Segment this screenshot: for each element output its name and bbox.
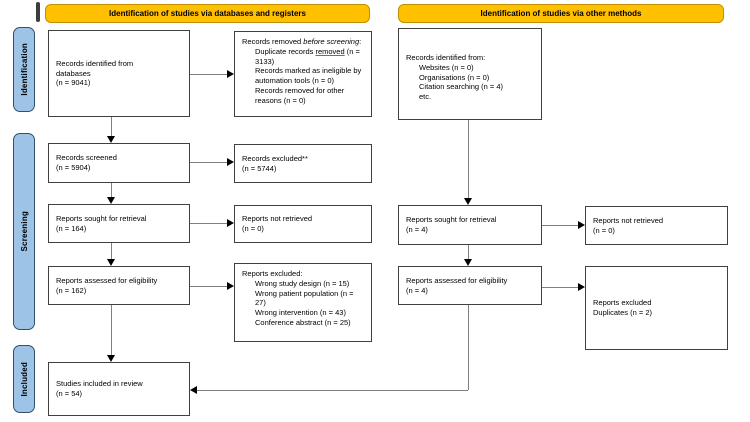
- connector-assessed-other-vertical: [467, 305, 469, 390]
- records-removed-item-duplicates: Duplicate records removed (n = 3133): [255, 46, 360, 66]
- reports-excluded-title: Reports excluded:: [242, 269, 303, 278]
- records-removed-items: Duplicate records removed (n = 3133) Rec…: [242, 47, 364, 106]
- records-removed-item-other: Records removed for other reasons (n = 0…: [255, 85, 345, 105]
- records-removed-intro: Records removed before screening:: [242, 37, 362, 46]
- arrowhead-identified-other-to-sought: [464, 198, 472, 205]
- box-records-excluded-text: Records excluded** (n = 5744): [242, 153, 308, 173]
- box-reports-excluded-databases: Reports excluded: Wrong study design (n …: [234, 263, 372, 342]
- box-studies-included: Studies included in review (n = 54): [48, 362, 190, 416]
- collapsed-shape-artifact: [36, 2, 40, 22]
- arrow-assessed-to-excluded-other: [542, 286, 578, 288]
- box-records-screened-text: Records screened (n = 5904): [56, 153, 117, 172]
- arrowhead-assessed-to-excluded-db: [227, 282, 234, 290]
- arrowhead-other-to-included: [190, 386, 197, 394]
- box-records-identified-databases-text: Records identified from databases (n = 9…: [56, 58, 134, 88]
- box-reports-assessed-databases-text: Reports assessed for eligibility (n = 16…: [56, 275, 158, 295]
- stage-label-identification: Identification: [13, 27, 35, 112]
- box-studies-included-text: Studies included in review (n = 54): [56, 379, 143, 398]
- arrow-sought-to-assessed-other: [467, 245, 469, 259]
- arrowhead-assessed-to-included: [107, 355, 115, 362]
- arrow-assessed-to-included: [110, 305, 112, 355]
- box-reports-sought-databases-text: Reports sought for retrieval (n = 164): [56, 213, 147, 233]
- arrowhead-sought-to-assessed-db: [107, 259, 115, 266]
- box-reports-sought-other-text: Reports sought for retrieval (n = 4): [406, 215, 497, 234]
- arrow-sought-to-not-retrieved-other: [542, 224, 578, 226]
- records-identified-other-item: Citation searching (n = 4): [419, 82, 504, 92]
- box-reports-not-retrieved-other: Reports not retrieved (n = 0): [585, 206, 728, 245]
- reports-excluded-items: Wrong study design (n = 15) Wrong patien…: [242, 279, 364, 328]
- box-reports-sought-databases: Reports sought for retrieval (n = 164): [48, 204, 190, 243]
- stage-label-included: Included: [13, 345, 35, 413]
- arrow-sought-to-not-retrieved-db: [190, 222, 227, 224]
- box-reports-not-retrieved-other-text: Reports not retrieved (n = 0): [593, 215, 664, 235]
- arrowhead-sought-to-not-retrieved-other: [578, 221, 585, 229]
- arrowhead-identified-to-screened: [107, 136, 115, 143]
- arrowhead-screened-to-sought: [107, 197, 115, 204]
- arrow-screened-to-sought: [110, 183, 112, 197]
- arrowhead-sought-to-assessed-other: [464, 259, 472, 266]
- banner-databases-registers: Identification of studies via databases …: [45, 4, 370, 23]
- connector-assessed-other-horizontal: [197, 389, 468, 391]
- records-identified-other-item: Websites (n = 0): [419, 62, 474, 72]
- arrowhead-assessed-to-excluded-other: [578, 283, 585, 291]
- arrowhead-screened-to-excluded: [227, 158, 234, 166]
- box-records-removed-before-screening: Records removed before screening: Duplic…: [234, 31, 372, 117]
- box-reports-excluded-other-text: Reports excluded Duplicates (n = 2): [593, 298, 652, 317]
- arrowhead-sought-to-not-retrieved-db: [227, 219, 234, 227]
- box-reports-not-retrieved-databases: Reports not retrieved (n = 0): [234, 205, 372, 243]
- box-reports-not-retrieved-databases-text: Reports not retrieved (n = 0): [242, 214, 313, 233]
- reports-excluded-item: Wrong study design (n = 15): [255, 278, 350, 288]
- box-records-identified-other: Records identified from: Websites (n = 0…: [398, 28, 542, 120]
- box-records-excluded: Records excluded** (n = 5744): [234, 144, 372, 183]
- records-removed-item-automation: Records marked as ineligible by automati…: [255, 66, 362, 85]
- records-identified-other-item: Organisations (n = 0): [419, 72, 490, 82]
- box-reports-assessed-other-text: Reports assessed for eligibility (n = 4): [406, 275, 508, 295]
- arrow-sought-to-assessed-db: [110, 243, 112, 259]
- records-identified-other-items: Websites (n = 0) Organisations (n = 0) C…: [406, 63, 534, 102]
- box-records-identified-databases: Records identified from databases (n = 9…: [48, 30, 190, 117]
- records-identified-other-item: etc.: [419, 92, 432, 101]
- arrow-identified-to-screened: [110, 117, 112, 136]
- reports-excluded-item: Wrong intervention (n = 43): [255, 308, 346, 317]
- box-reports-assessed-other: Reports assessed for eligibility (n = 4): [398, 266, 542, 305]
- arrow-assessed-to-excluded-db: [190, 285, 227, 287]
- removed-tracked-change-text: removed: [315, 46, 345, 56]
- arrow-screened-to-excluded: [190, 161, 227, 163]
- box-records-screened: Records screened (n = 5904): [48, 143, 190, 183]
- banner-other-methods: Identification of studies via other meth…: [398, 4, 724, 23]
- banner-other-methods-label: Identification of studies via other meth…: [480, 9, 642, 18]
- records-identified-other-title: Records identified from:: [406, 53, 486, 62]
- arrow-identified-to-removed: [190, 73, 227, 75]
- reports-excluded-item: Conference abstract (n = 25): [255, 317, 351, 327]
- box-reports-sought-other: Reports sought for retrieval (n = 4): [398, 205, 542, 245]
- banner-databases-registers-label: Identification of studies via databases …: [109, 9, 306, 18]
- stage-label-screening: Screening: [13, 133, 35, 330]
- arrow-identified-other-to-sought: [467, 120, 469, 198]
- box-reports-assessed-databases: Reports assessed for eligibility (n = 16…: [48, 266, 190, 305]
- arrowhead-identified-to-removed: [227, 70, 234, 78]
- reports-excluded-item: Wrong patient population (n = 27): [255, 288, 354, 308]
- box-reports-excluded-other: Reports excluded Duplicates (n = 2): [585, 266, 728, 350]
